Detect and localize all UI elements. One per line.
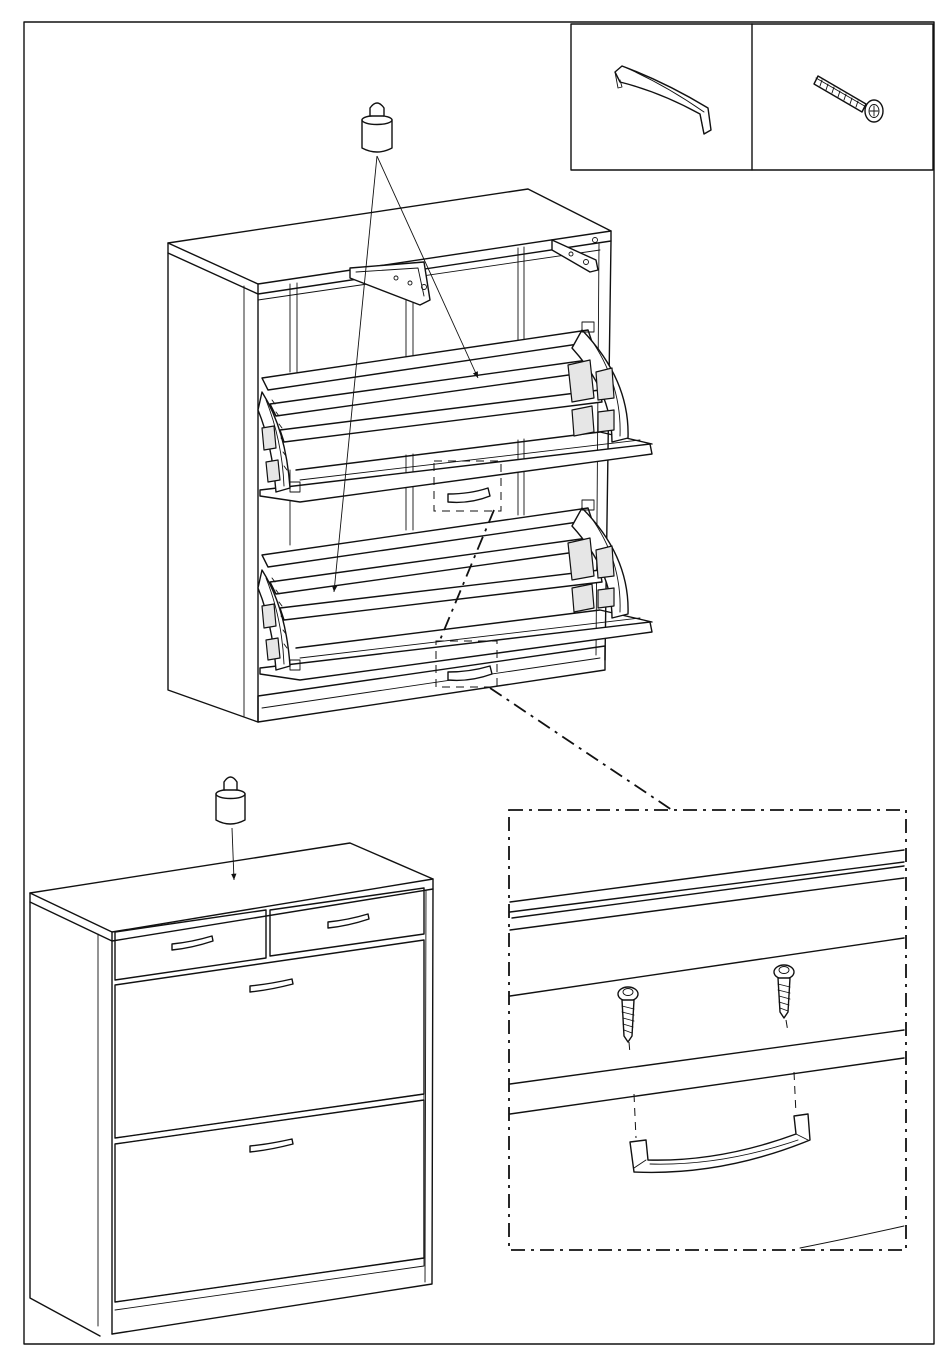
top-bracket-right	[552, 238, 598, 273]
closed-cabinet-top	[30, 843, 433, 932]
detail-screw-left	[618, 987, 638, 1054]
open-cabinet	[168, 189, 652, 722]
closed-handle-1	[172, 936, 213, 950]
cabinet-left-side	[168, 253, 258, 722]
closed-flap-2	[115, 1100, 424, 1302]
bumper-icon-top	[362, 103, 392, 152]
closed-flap-1	[115, 940, 424, 1138]
lower-flap	[258, 500, 652, 680]
detail-handle	[630, 1072, 810, 1172]
closed-handle-3	[250, 979, 293, 992]
detail-box	[509, 810, 906, 1250]
parts-box	[571, 24, 933, 170]
closed-handle-4	[250, 1139, 293, 1152]
detail-screw-right	[774, 965, 794, 1032]
closed-handle-2	[328, 914, 369, 928]
closed-cabinet	[30, 843, 433, 1336]
screw-icon	[814, 76, 883, 122]
upper-flap	[258, 322, 652, 502]
bumper-icon-bottom	[216, 777, 245, 824]
handle-icon	[615, 66, 711, 134]
top-bracket-left	[350, 262, 430, 305]
